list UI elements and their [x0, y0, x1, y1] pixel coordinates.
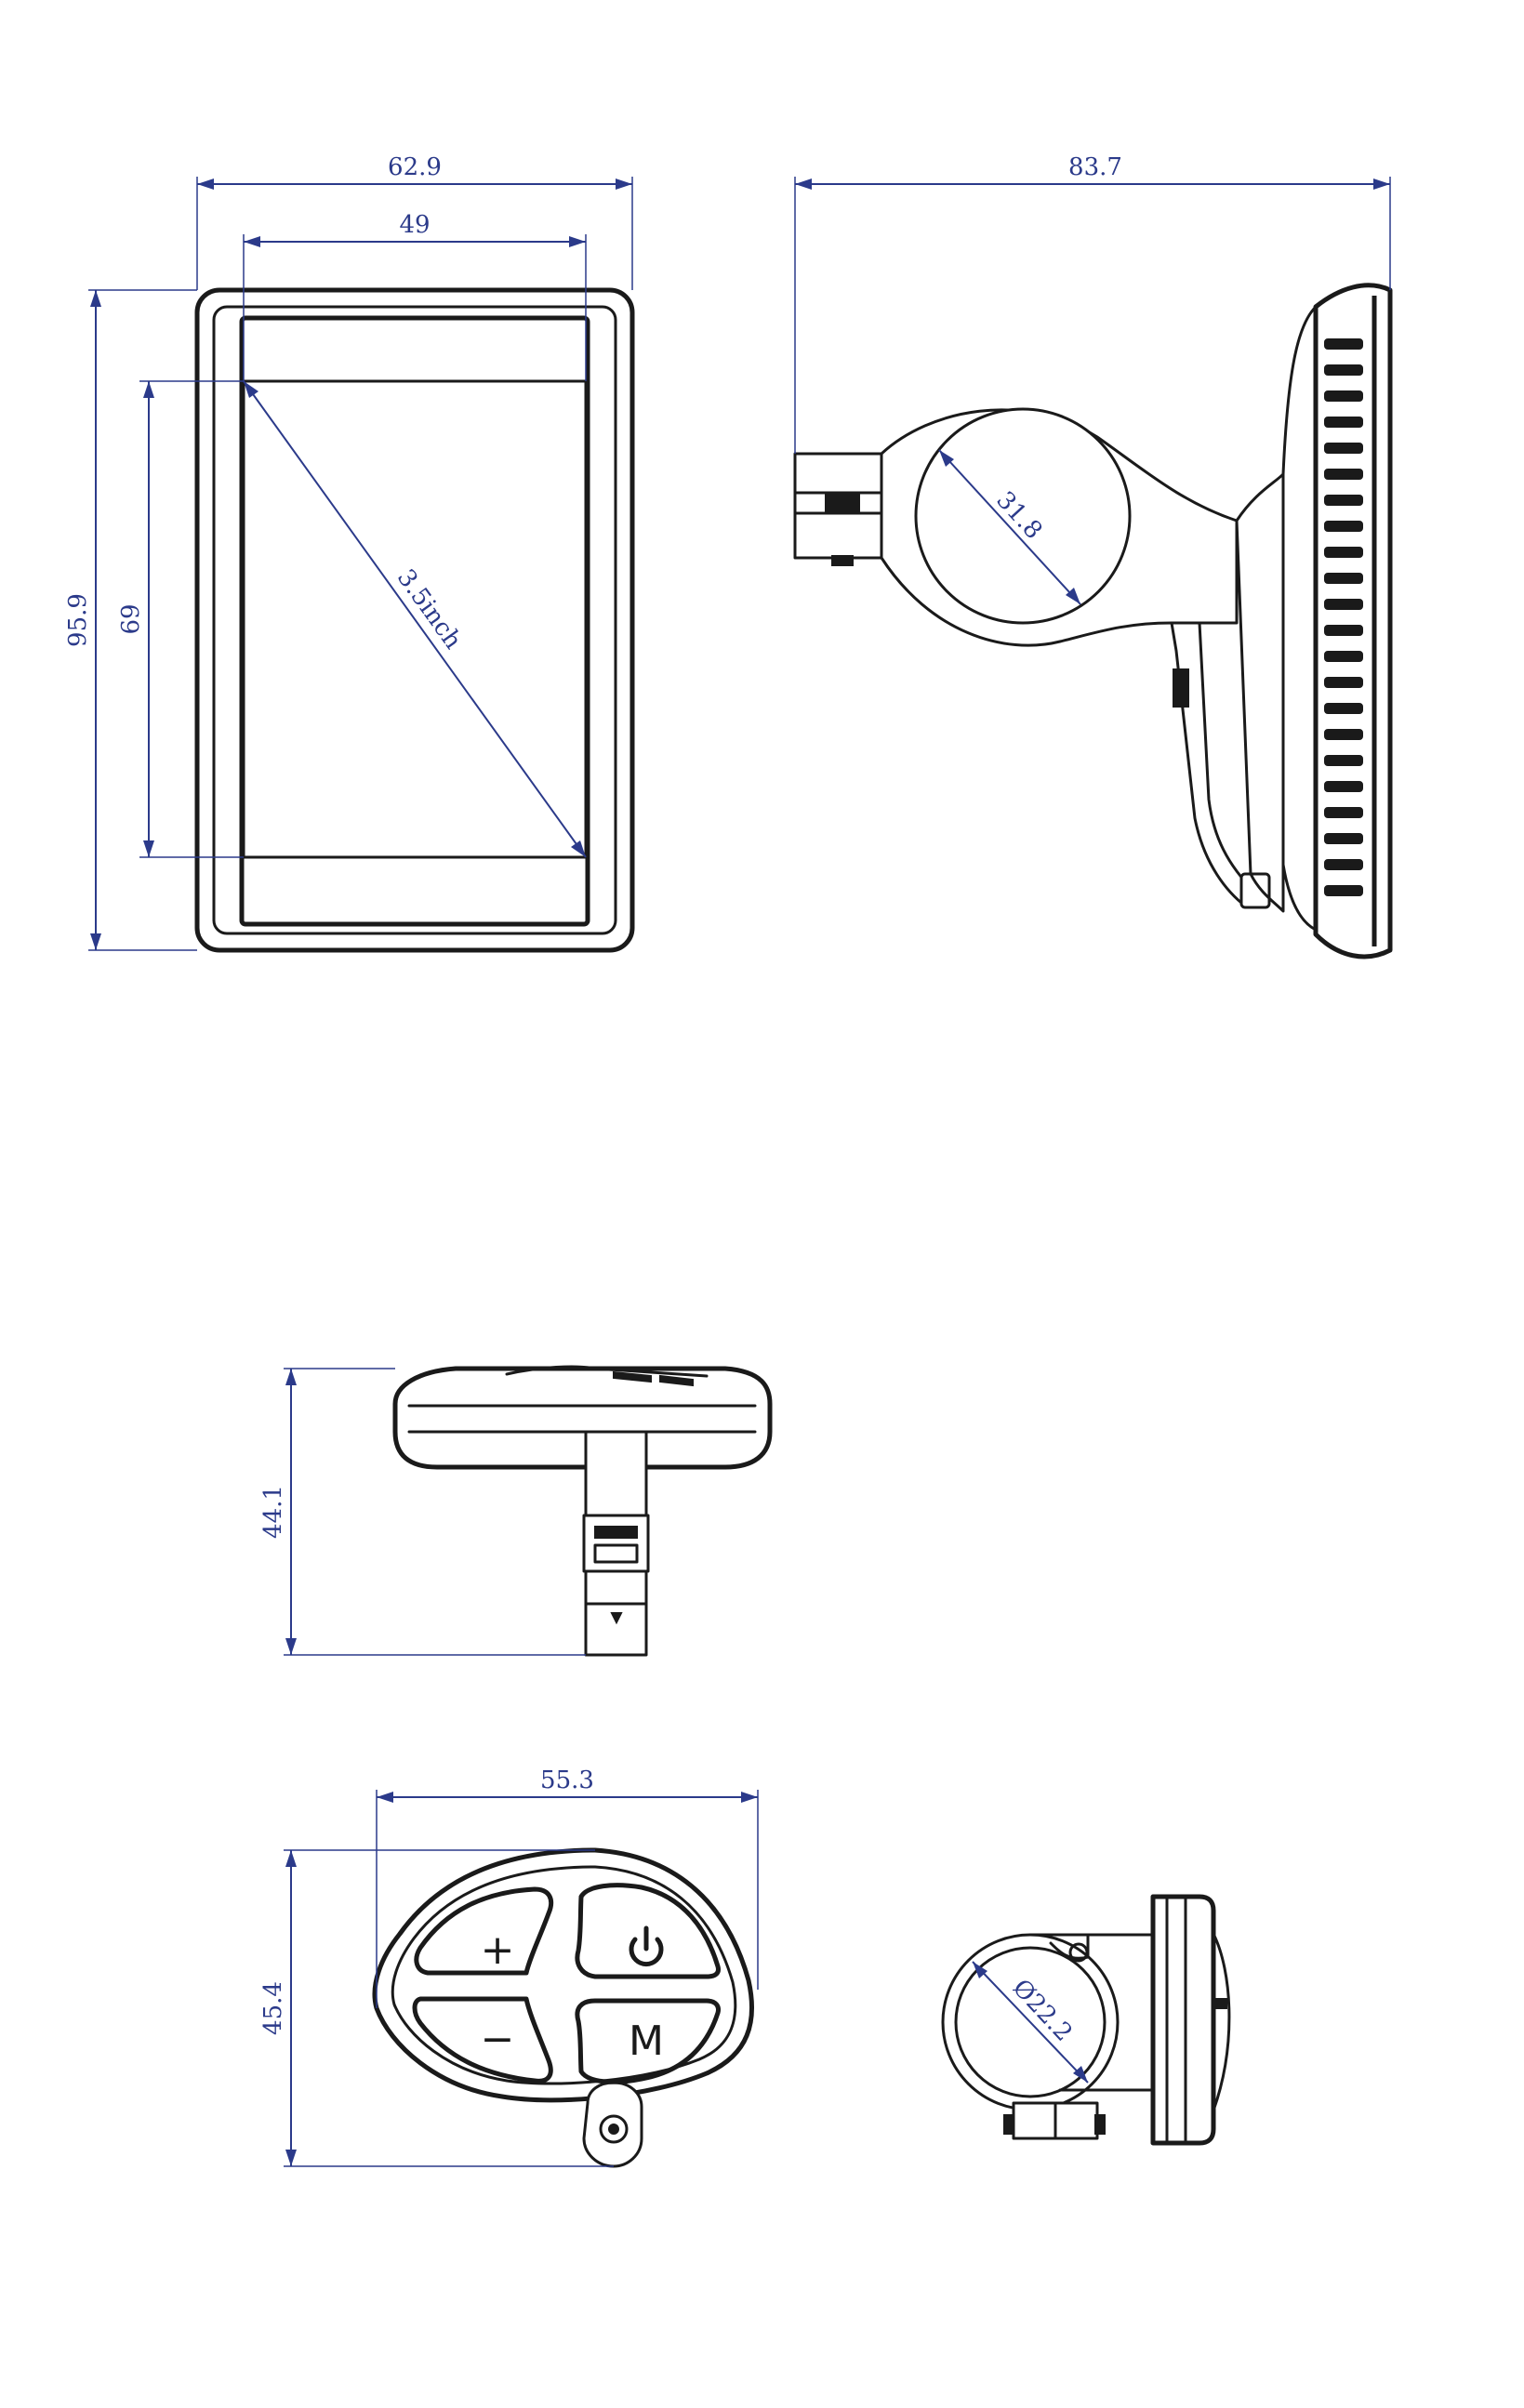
dim-front-height-label: 95.9: [64, 593, 92, 647]
side-cable-port: [1173, 668, 1189, 708]
remote-housing-side: [1150, 1894, 1216, 2146]
display-outer-housing: [194, 287, 635, 953]
remote-mode-label: M: [629, 2018, 664, 2065]
dim-screen-diagonal-label: 3.5inch: [391, 564, 468, 655]
dim-front-width: 62.9: [196, 153, 633, 290]
dim-screen-width-label: 49: [399, 211, 430, 239]
remote-inner-rim: [391, 1865, 737, 2085]
remote-plus-label: +: [481, 1926, 515, 1974]
dim-top-height-label: 44.1: [259, 1485, 287, 1539]
display-glass: [239, 315, 590, 927]
side-display-back: [1235, 472, 1285, 913]
dim-front-height: 95.9: [64, 289, 197, 951]
remote-minus-label: −: [481, 2016, 515, 2063]
top-stem-upper: [584, 1430, 648, 1517]
dim-front-width-label: 62.9: [388, 153, 442, 181]
dim-remote-height-label: 45.4: [259, 1981, 287, 2035]
side-display-shell: [1281, 305, 1318, 932]
dim-screen-width: 49: [243, 211, 587, 381]
dim-remote-height: 45.4: [259, 1849, 614, 2167]
remote-side-view: Ø22.2: [941, 1894, 1231, 2146]
dim-screen-diagonal: 3.5inch: [243, 380, 587, 858]
dim-screen-height: 69: [117, 380, 244, 858]
side-display-front: [1313, 283, 1393, 959]
side-clamp-screw: [825, 494, 860, 512]
side-clamp-ring: [914, 407, 1132, 625]
power-icon: [629, 1925, 664, 1967]
display-top-view: 44.1: [259, 1365, 773, 1657]
dim-screen-height-label: 69: [117, 603, 145, 634]
remote-button-bulge: [1212, 1932, 1231, 2112]
remote-minus-button[interactable]: [412, 1996, 553, 2084]
remote-mode-button[interactable]: [575, 1998, 721, 2084]
side-display-grooves: [1324, 338, 1363, 896]
display-bezel: [212, 305, 617, 935]
remote-front-view: + − M 55.3 45.4: [259, 1766, 759, 2168]
top-display-body: [392, 1366, 773, 1470]
dim-remote-width: 55.3: [376, 1766, 759, 2008]
remote-plus-button[interactable]: [414, 1886, 554, 1976]
dim-side-depth-label: 83.7: [1068, 153, 1122, 181]
dim-remote-width-label: 55.3: [540, 1766, 594, 1794]
dim-top-height: 44.1: [259, 1368, 586, 1656]
display-side-view: 83.7 31.8: [793, 153, 1393, 959]
display-screen-area: [242, 379, 588, 859]
remote-power-button[interactable]: [575, 1883, 721, 1979]
dim-side-depth: 83.7: [794, 153, 1391, 454]
display-front-view: 62.9 49 95.9 69: [64, 153, 635, 953]
